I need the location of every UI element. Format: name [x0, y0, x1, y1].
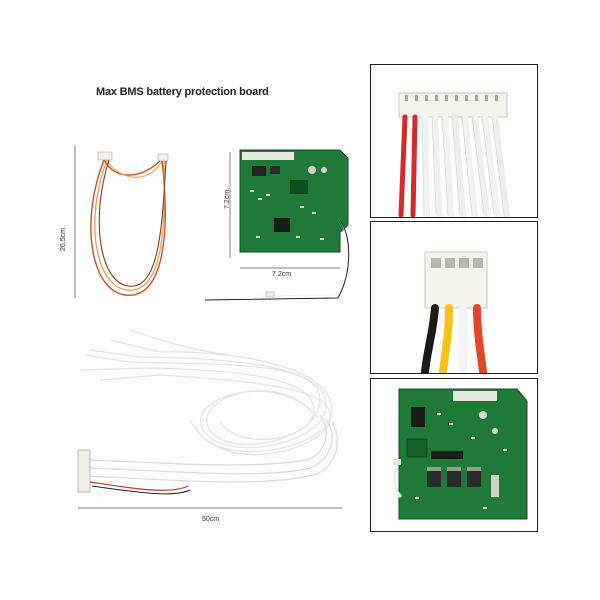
board-width-label: 7.2cm — [272, 271, 292, 278]
black-wire — [91, 485, 191, 495]
mosfet-3 — [467, 471, 481, 487]
small-balance-cable-image — [74, 146, 169, 298]
long-cable-length-label: 50cm — [202, 516, 220, 523]
product-title: Max BMS battery protection board — [96, 86, 269, 98]
harness-connector — [77, 449, 91, 493]
red-wire — [473, 304, 487, 373]
small-cable-height-label: 26.5cm — [59, 228, 67, 251]
red-wire — [89, 481, 189, 491]
detail-panel-4pin-connector — [370, 221, 538, 374]
mosfet-2 — [447, 471, 461, 487]
board-wire — [204, 219, 350, 301]
left-connector — [97, 151, 113, 161]
board-closeup — [392, 388, 528, 520]
board-height-label: 7.2cm — [224, 189, 232, 210]
black-wire — [421, 304, 439, 373]
yellow-wire — [439, 304, 453, 373]
detail-panel-balance-connector — [370, 64, 538, 218]
balance-header — [242, 152, 294, 160]
balance-header — [453, 391, 497, 401]
ic-chip — [252, 166, 266, 176]
balance-connector-closeup — [398, 92, 510, 217]
main-ic — [431, 451, 463, 459]
right-connector — [157, 153, 169, 162]
long-balance-harness-image — [77, 329, 342, 509]
four-pin-connector-closeup — [421, 251, 488, 373]
mosfet-1 — [427, 471, 441, 487]
bms-board-image — [204, 149, 350, 301]
detail-panel-board-closeup — [370, 378, 538, 532]
main-ic — [274, 218, 290, 232]
